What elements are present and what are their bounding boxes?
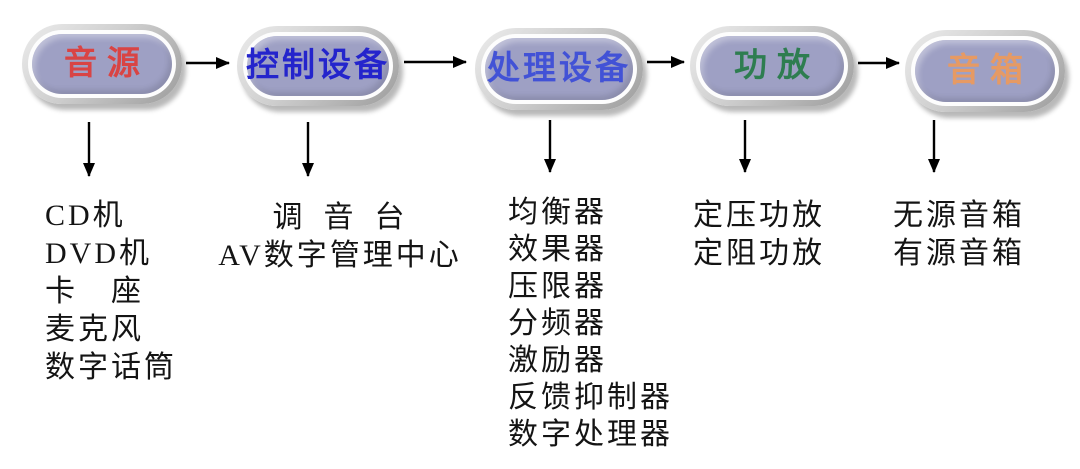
pill-inner-ring: 处理设备 [481, 34, 637, 104]
node-speakers: 音箱 [905, 30, 1065, 112]
list-item: DVD机 [45, 237, 152, 270]
list-item: 激励器 [508, 344, 607, 377]
list-item: 分频器 [508, 307, 607, 340]
list-item: AV数字管理中心 [218, 239, 462, 272]
pill-face: 音源 [32, 34, 172, 94]
list-item: 数字话筒 [45, 351, 177, 384]
node-processing-equipment: 处理设备 [475, 28, 643, 110]
node-audio-source-label: 音源 [64, 45, 150, 82]
list-item: 定阻功放 [693, 237, 825, 270]
node-audio-source: 音源 [22, 24, 182, 104]
list-item: 有源音箱 [893, 237, 1025, 270]
node-processing-equipment-label: 处理设备 [487, 50, 631, 87]
pill-inner-ring: 音源 [28, 30, 176, 98]
pill-face: 处理设备 [485, 38, 633, 100]
node-control-equipment-label: 控制设备 [246, 47, 390, 84]
pill-inner-ring: 控制设备 [243, 32, 393, 100]
pill-inner-ring: 音箱 [911, 36, 1059, 106]
processing-equipment-items: 均衡器 效果器 压限器 分频器 激励器 反馈抑制器 数字处理器 [508, 194, 673, 453]
list-item: 无源音箱 [893, 199, 1025, 232]
list-item: 反馈抑制器 [508, 381, 673, 414]
list-item: 均衡器 [508, 196, 607, 229]
list-item: 效果器 [508, 233, 607, 266]
list-item: 定压功放 [693, 199, 825, 232]
list-item: 卡 座 [45, 275, 144, 308]
pill-inner-ring: 功放 [696, 32, 848, 100]
list-item: 调 音 台 [272, 201, 408, 234]
list-item: CD机 [45, 199, 126, 232]
node-speakers-label: 音箱 [947, 52, 1033, 89]
node-power-amplifier-label: 功放 [734, 47, 820, 84]
list-item: 数字处理器 [508, 418, 673, 451]
pill-face: 功放 [700, 36, 844, 96]
audio-source-items: CD机 DVD机 卡 座 麦克风 数字话筒 [45, 197, 177, 387]
control-equipment-items: 调 音 台 AV数字管理中心 [205, 199, 475, 275]
pill-face: 音箱 [915, 40, 1055, 102]
speaker-items: 无源音箱 有源音箱 [893, 197, 1025, 273]
power-amplifier-items: 定压功放 定阻功放 [693, 197, 825, 273]
list-item: 麦克风 [45, 313, 144, 346]
pill-face: 控制设备 [246, 36, 390, 96]
node-power-amplifier: 功放 [690, 26, 854, 106]
list-item: 压限器 [508, 270, 607, 303]
node-control-equipment: 控制设备 [237, 26, 399, 106]
